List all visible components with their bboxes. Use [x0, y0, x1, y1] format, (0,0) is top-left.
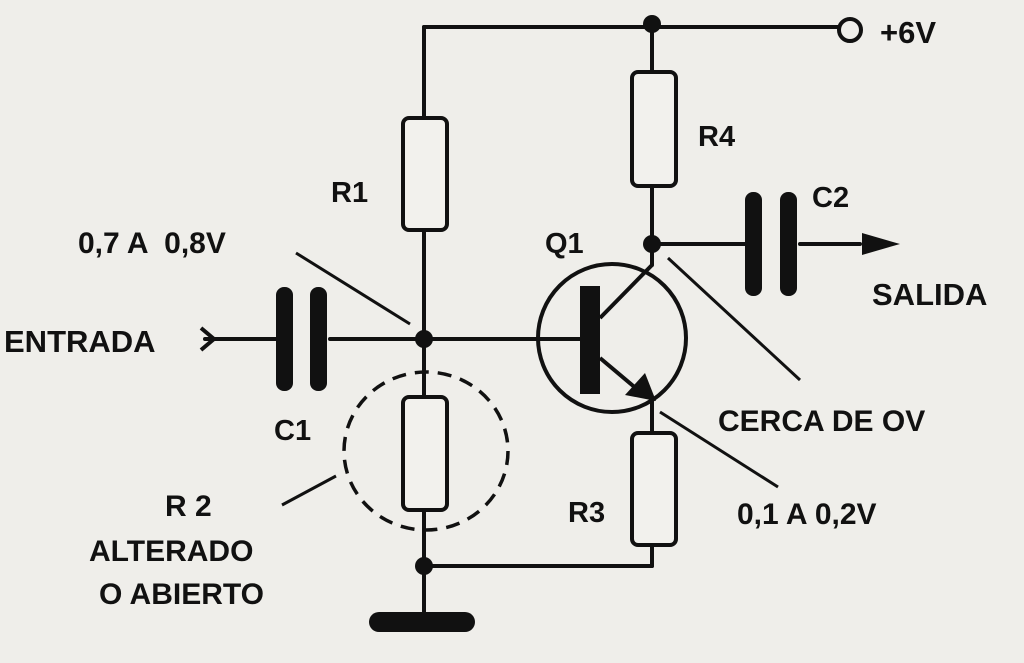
supply-label: +6V	[880, 15, 936, 50]
junction-top	[643, 15, 661, 33]
q1-emitter-tail	[643, 391, 654, 402]
r4-label: R4	[698, 121, 735, 153]
resistors	[401, 70, 678, 547]
pointer-lines	[281, 251, 802, 507]
output-label: SALIDA	[872, 277, 987, 312]
output-arrow-icon	[862, 233, 900, 255]
capacitors	[276, 192, 797, 391]
r2-fault-highlight	[342, 370, 510, 532]
c2-plate-right	[780, 192, 797, 296]
collector-note-pointer	[666, 256, 802, 382]
base-voltage-label: 0,7 A 0,8V	[78, 227, 226, 260]
r2-pointer	[281, 474, 337, 507]
junction-base	[415, 330, 433, 348]
c2-plate-left	[745, 192, 762, 296]
q1-emitter-lead	[598, 356, 640, 392]
junction-dots	[415, 15, 661, 575]
q1-base-bar	[580, 286, 600, 394]
q1-envelope	[536, 262, 688, 414]
wires	[203, 25, 862, 614]
q1-label: Q1	[545, 228, 584, 260]
junction-ground	[415, 557, 433, 575]
r3-label: R3	[568, 497, 605, 529]
r2-resistor	[401, 395, 449, 512]
c1-label: C1	[274, 415, 311, 447]
r2-label: R 2	[165, 490, 212, 523]
input-arrow-icon	[199, 326, 218, 352]
c2-label: C2	[812, 182, 849, 214]
r1-resistor	[401, 116, 449, 232]
q1-collector-lead	[598, 263, 654, 320]
collector-note-label: CERCA DE OV	[718, 405, 925, 438]
emitter-voltage-pointer	[659, 410, 779, 489]
q1-transistor	[536, 262, 688, 414]
input-label: ENTRADA	[4, 324, 156, 359]
supply-terminal	[837, 17, 863, 43]
c1-plate-right	[310, 287, 327, 391]
labels: +6V R1 R4 C2 Q1 SALIDA ENTRADA 0,7 A 0,8…	[4, 15, 987, 611]
arrows	[199, 233, 900, 352]
c1-plate-left	[276, 287, 293, 391]
junction-collector	[643, 235, 661, 253]
ground-symbol	[369, 612, 475, 632]
r3-resistor	[630, 431, 678, 547]
r2-status-line2: O ABIERTO	[99, 578, 264, 611]
r1-label: R1	[331, 177, 368, 209]
r2-status-line1: ALTERADO	[89, 535, 253, 568]
r4-resistor	[630, 70, 678, 188]
base-voltage-pointer	[295, 251, 411, 326]
emitter-voltage-label: 0,1 A 0,2V	[737, 498, 877, 531]
